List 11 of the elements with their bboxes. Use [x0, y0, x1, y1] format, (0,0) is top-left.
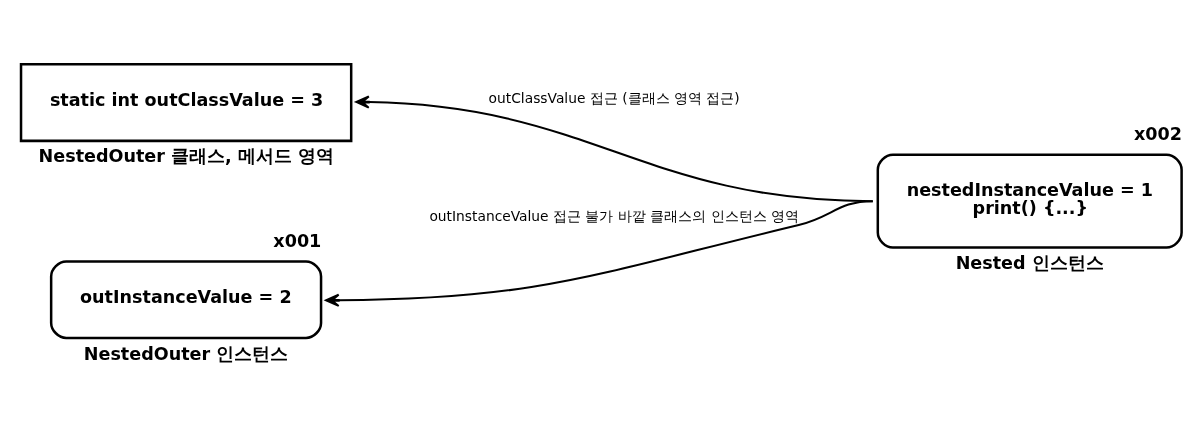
node-label: x002 [1133, 123, 1182, 144]
node-label: x001 [273, 230, 322, 251]
edge-label: outClassValue 접근 (클래스 영역 접근) [488, 89, 740, 106]
node-label: Nested 인스턴스 [955, 253, 1104, 274]
node-label: NestedOuter 인스턴스 [83, 343, 289, 364]
node-box: outInstanceValue = 2 [49, 260, 323, 340]
node-box: nestedInstanceValue = 1 print() {...} [876, 153, 1183, 249]
arrow [325, 200, 873, 307]
node-box: static int outClassValue = 3 [19, 63, 353, 143]
node-label: NestedOuter 클래스, 메서드 영역 [38, 146, 334, 167]
edge-label: outInstanceValue 접근 불가 바깥 클래스의 인스턴스 영역 [429, 207, 799, 224]
